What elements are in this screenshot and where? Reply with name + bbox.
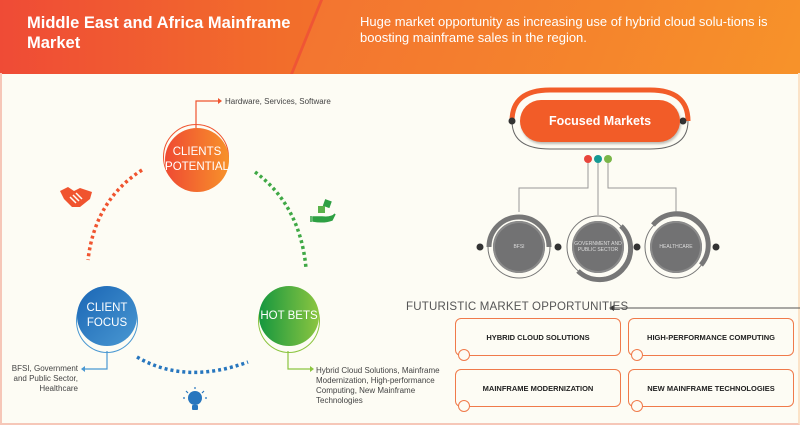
focused-markets-pill[interactable]: Focused Markets [520,100,680,142]
arc-green [253,170,308,269]
opportunities-title: FUTURISTIC MARKET OPPORTUNITIES [406,301,629,313]
hand-dice-icon [310,199,336,223]
clients-potential-detail: Hardware, Services, Software [225,97,331,106]
hot-bets-detail: Hybrid Cloud Solutions, Mainframe Modern… [316,366,440,405]
opportunity-label: NEW MAINFRAME TECHNOLOGIES [647,383,775,393]
opportunity-label: MAINFRAME MODERNIZATION [482,383,594,393]
segment-healthcare[interactable]: HEALTHCARE [650,221,702,273]
opportunity-card[interactable]: HIGH-PERFORMANCE COMPUTING [628,318,794,361]
hot-bets-label: HOT BETS [260,309,318,322]
opportunity-card[interactable]: HYBRID CLOUD SOLUTIONS [455,318,621,361]
opportunity-label: HYBRID CLOUD SOLUTIONS [486,332,590,342]
card-knob [458,349,470,361]
clients-potential-label: CLIENTS POTENTIAL [165,146,229,173]
opportunity-label: HIGH-PERFORMANCE COMPUTING [647,332,775,342]
client-focus-detail: BFSI, Government and Public Sector, Heal… [11,364,78,393]
card-knob [631,400,643,412]
clients-potential-circle[interactable]: CLIENTS POTENTIAL [165,128,229,192]
segment-bfsi[interactable]: BFSI [493,221,545,273]
page-title: Middle East and Africa Mainframe Market [27,14,291,52]
hot-bets-circle[interactable]: HOT BETS [259,286,319,346]
status-dot-teal [594,155,602,163]
content-frame [0,73,800,425]
arc-blue [136,355,249,375]
opportunity-card[interactable]: MAINFRAME MODERNIZATION [455,369,621,412]
status-dot-green [604,155,612,163]
segment-government[interactable]: GOVERNMENT AND PUBLIC SECTOR [572,221,624,273]
status-dot-red [584,155,592,163]
opportunity-card[interactable]: NEW MAINFRAME TECHNOLOGIES [628,369,794,412]
handshake-icon [60,187,92,207]
lightbulb-icon [183,387,207,410]
client-focus-circle[interactable]: CLIENT FOCUS [77,286,137,346]
page-subtitle: Huge market opportunity as increasing us… [360,14,768,45]
client-focus-label: CLIENT FOCUS [86,302,128,329]
card-knob [458,400,470,412]
card-knob [631,349,643,361]
header-banner: Middle East and Africa Mainframe Market … [0,0,800,74]
arc-orange [86,168,143,261]
